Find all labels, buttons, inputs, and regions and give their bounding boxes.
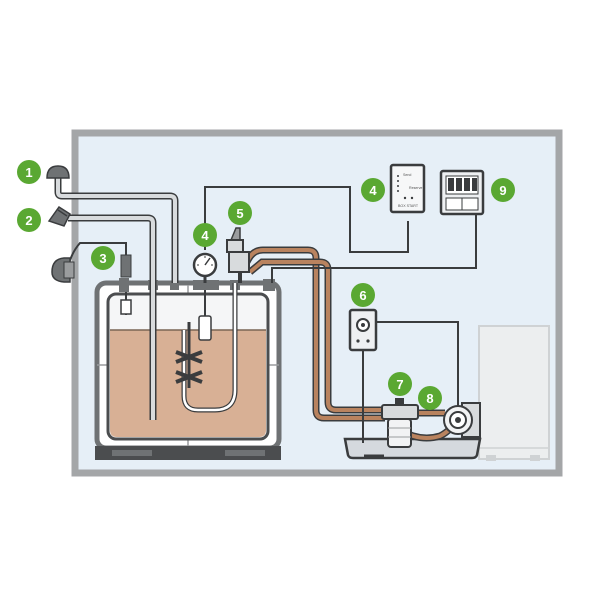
gauge-signal-wire — [204, 186, 409, 253]
breaker-switch-icon — [448, 178, 454, 191]
fill-coupling-icon — [47, 205, 71, 227]
electrical-panel — [439, 169, 485, 216]
callout-7: 7 — [388, 372, 412, 396]
level-gauge — [192, 252, 218, 341]
boiler-unit — [478, 325, 550, 461]
leak-detector — [348, 308, 459, 443]
tank-base — [95, 446, 281, 460]
breaker-switch-icon — [456, 178, 462, 191]
callout-4-monitor: 4 — [361, 178, 385, 202]
vent-pipe — [46, 165, 179, 283]
breaker-switch-icon — [464, 178, 470, 191]
monitor-line1: Send — [403, 173, 411, 177]
callout-6: 6 — [351, 283, 375, 307]
foot-valve-strainer-icon — [175, 350, 203, 384]
callout-5: 5 — [228, 201, 252, 225]
alarm-horn-icon — [51, 257, 75, 283]
fill-pipe — [47, 205, 157, 420]
suction-lines — [175, 283, 238, 413]
callout-7-label: 7 — [396, 377, 403, 392]
callout-2: 2 — [17, 208, 41, 232]
level-monitor-box: Send Reserve BOX START — [389, 163, 426, 214]
callout-1-label: 1 — [25, 165, 32, 180]
callout-badges: 1 2 3 4 4 5 6 7 — [17, 160, 515, 410]
overfill-sensor — [51, 242, 132, 315]
callout-8-label: 8 — [426, 391, 433, 406]
vent-cap-icon — [46, 165, 70, 179]
callout-8: 8 — [418, 386, 442, 410]
breaker-switch-icon — [472, 178, 477, 191]
drip-tray — [343, 437, 482, 460]
callout-9-label: 9 — [499, 183, 506, 198]
monitor-line3: BOX START — [398, 204, 419, 208]
callout-9: 9 — [491, 178, 515, 202]
callout-4-gauge: 4 — [193, 223, 217, 247]
callout-6-label: 6 — [359, 288, 366, 303]
callout-4b-label: 4 — [369, 183, 377, 198]
callout-3-label: 3 — [99, 251, 106, 266]
panel-power-wire — [271, 214, 477, 283]
oil-filter-icon — [381, 398, 419, 448]
callout-5-label: 5 — [236, 206, 243, 221]
callout-1: 1 — [17, 160, 41, 184]
monitor-line2: Reserve — [409, 186, 422, 190]
callout-2-label: 2 — [25, 213, 32, 228]
removal-valve — [226, 227, 250, 283]
callout-4a-label: 4 — [201, 228, 209, 243]
callout-3: 3 — [91, 246, 115, 270]
burner-pump-icon — [443, 402, 481, 438]
